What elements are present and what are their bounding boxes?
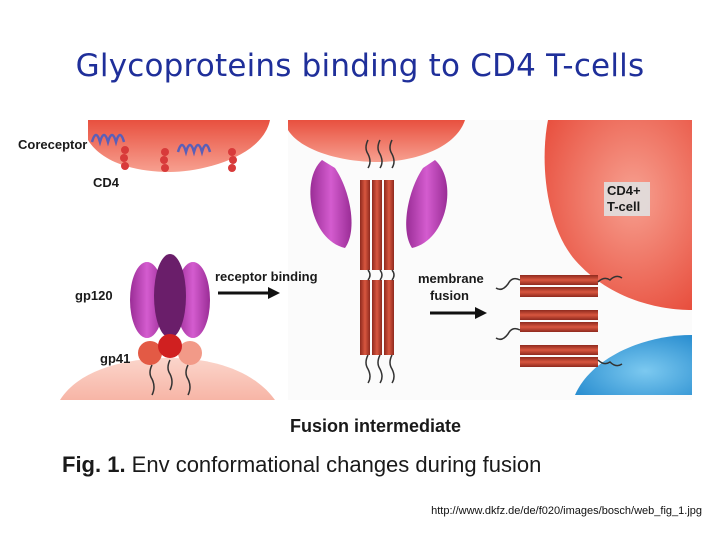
tcell-membrane-top-2 [288, 120, 465, 162]
env-trimer [130, 254, 210, 396]
fusion-label: fusion [430, 288, 469, 303]
six-helix-bundle [495, 275, 623, 367]
panel-prebinding [60, 120, 280, 400]
cd4-tcell-label-line2: T-cell [607, 199, 640, 214]
receptor-binding-label: receptor binding [215, 269, 318, 284]
panel-membrane-fusion [495, 120, 692, 395]
virus-body [575, 335, 692, 395]
cd4-tcell-label-line1: CD4+ [607, 183, 641, 198]
gp41-helix-bundle [360, 139, 395, 384]
cd4-receptor [120, 146, 237, 172]
gp41-label: gp41 [100, 351, 130, 366]
coreceptor-shape [176, 143, 212, 157]
caption-text: Env conformational changes during fusion [125, 452, 542, 477]
env-fusion-diagram: Coreceptor CD4 gp120 gp41 receptor bindi… [18, 120, 692, 436]
caption-prefix: Fig. 1. [62, 452, 126, 477]
gp120-label: gp120 [75, 288, 113, 303]
figure-caption: Fig. 1. Env conformational changes durin… [62, 452, 541, 478]
membrane-label: membrane [418, 271, 484, 286]
cd4-label: CD4 [93, 175, 120, 190]
virus-membrane-bottom [60, 358, 275, 400]
gp120-subunits [310, 160, 448, 248]
slide-title: Glycoproteins binding to CD4 T-cells [75, 48, 645, 84]
coreceptor-shape [90, 133, 126, 147]
tcell-membrane-top [88, 120, 270, 172]
fusion-intermediate-label: Fusion intermediate [290, 416, 461, 436]
source-url: http://www.dkfz.de/de/f020/images/bosch/… [431, 505, 702, 517]
coreceptor-label: Coreceptor [18, 137, 87, 152]
